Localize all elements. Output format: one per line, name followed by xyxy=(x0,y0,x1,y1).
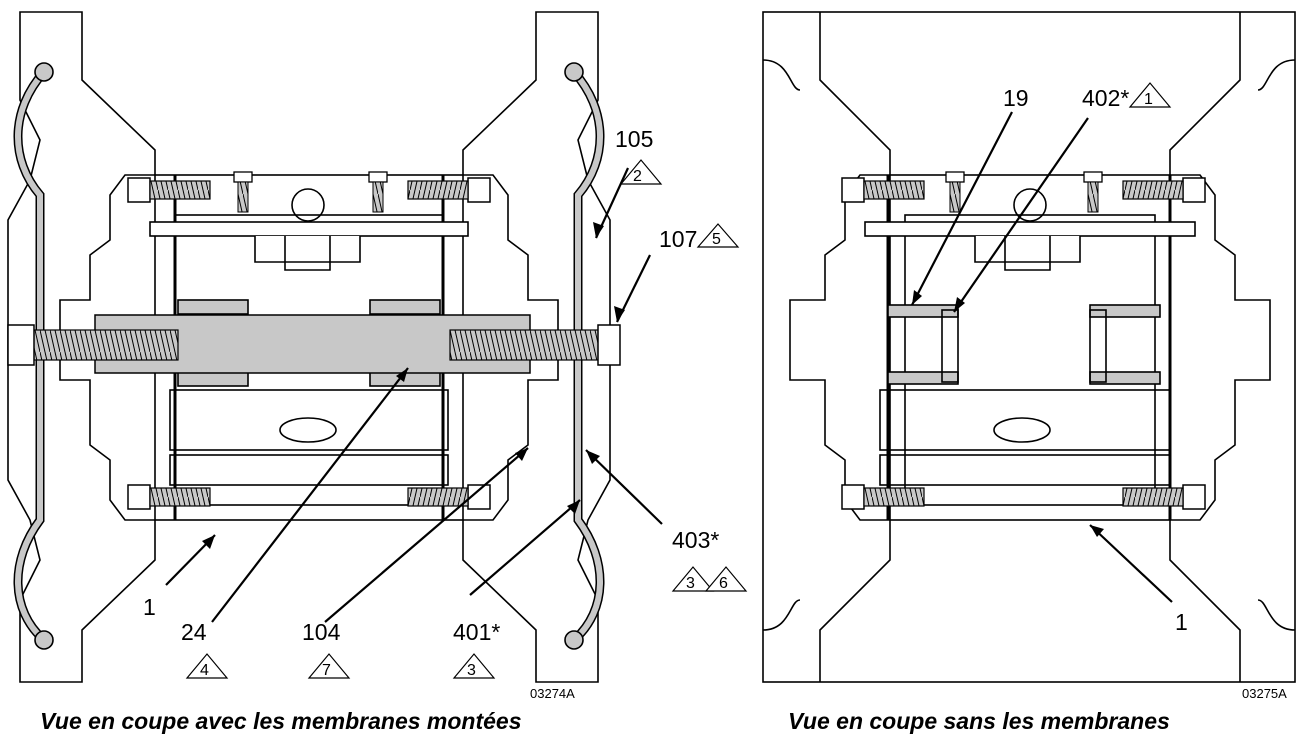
bolt-lower-left-right-view xyxy=(841,484,925,510)
drawing-code-right: 03275A xyxy=(1242,686,1287,701)
callout-19: 19 xyxy=(1003,85,1029,111)
leader-arrowheads-right xyxy=(912,290,1104,537)
svg-text:7: 7 xyxy=(322,662,331,679)
warning-triangle-402: 1 xyxy=(1128,82,1172,108)
caption-right: Vue en coupe sans les membranes xyxy=(788,708,1170,734)
svg-text:4: 4 xyxy=(200,662,209,679)
warning-triangle-401: 3 xyxy=(452,653,496,679)
shaft-nut-right xyxy=(597,324,621,366)
shaft-nut-left xyxy=(7,324,35,366)
bolt-lower-right xyxy=(407,484,491,510)
bolt-upper-left xyxy=(127,177,211,203)
warning-triangle-24: 4 xyxy=(185,653,229,679)
warning-triangle-403-b: 6 xyxy=(704,566,748,592)
warning-triangle-107: 5 xyxy=(696,223,740,248)
callout-107: 107 xyxy=(659,226,697,252)
svg-text:3: 3 xyxy=(686,575,695,592)
callout-403: 403* xyxy=(672,527,719,553)
drawing-code-left: 03274A xyxy=(530,686,575,701)
bolt-upper-right-right-view xyxy=(1122,177,1206,203)
leader-arrowheads-left xyxy=(202,222,625,549)
svg-text:2: 2 xyxy=(633,168,642,185)
callout-1-left: 1 xyxy=(143,594,156,620)
callout-104: 104 xyxy=(302,619,341,645)
bolt-lower-left xyxy=(127,484,211,510)
svg-text:5: 5 xyxy=(712,231,721,248)
bolt-lower-right-right-view xyxy=(1122,484,1206,510)
svg-text:6: 6 xyxy=(719,575,728,592)
callout-24: 24 xyxy=(181,619,207,645)
shaft-thread-right xyxy=(449,329,601,361)
callout-401: 401* xyxy=(453,619,500,645)
warning-triangle-104: 7 xyxy=(307,653,351,679)
right-section-view xyxy=(762,11,1296,683)
warning-triangle-105: 2 xyxy=(619,159,663,185)
svg-text:1: 1 xyxy=(1144,91,1153,108)
warning-triangle-403-a: 3 xyxy=(671,566,715,592)
svg-text:3: 3 xyxy=(467,662,476,679)
callout-1-right: 1 xyxy=(1175,609,1188,635)
bolt-upper-right xyxy=(407,177,491,203)
shaft-thread-left xyxy=(29,329,179,361)
leader-lines-right xyxy=(911,111,1173,603)
callout-105: 105 xyxy=(615,126,653,152)
callout-402: 402* xyxy=(1082,85,1129,111)
bolt-upper-left-right-view xyxy=(841,177,925,203)
caption-left: Vue en coupe avec les membranes montées xyxy=(40,708,522,734)
